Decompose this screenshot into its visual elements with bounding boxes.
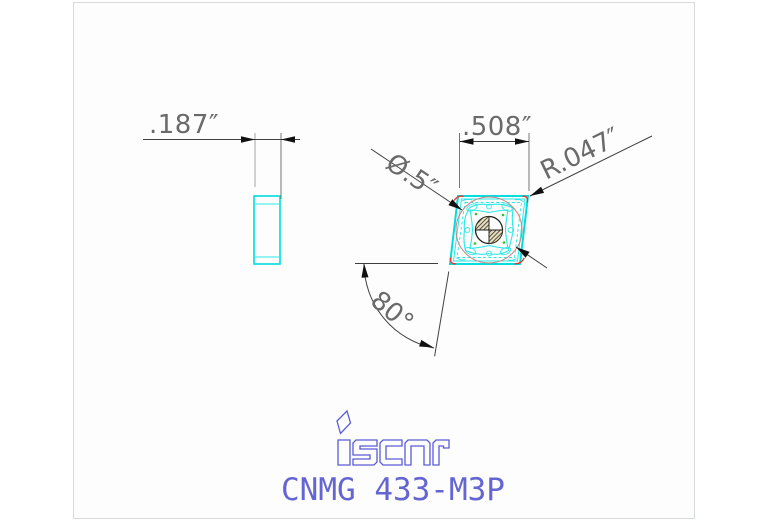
- logo-letter-s: [352, 439, 378, 466]
- iscar-logo: [336, 409, 450, 466]
- top-view-insert: [448, 195, 530, 265]
- thickness-dimension-text: .187″: [149, 110, 219, 140]
- insert-hole: [474, 215, 504, 245]
- logo-letter-r: [432, 439, 450, 466]
- logo-letter-c: [379, 439, 403, 466]
- inscribed-circle: [455, 196, 523, 264]
- thickness-dimension: .187″: [143, 110, 300, 199]
- logo-letter-i-dot: [336, 409, 352, 435]
- chipbreaker-pattern: [456, 198, 524, 261]
- arrowhead: [241, 136, 255, 143]
- edge-length-dimension: .508″: [459, 112, 532, 191]
- arrowhead: [448, 199, 462, 210]
- corner-radius-marks: [449, 195, 529, 265]
- side-view: [253, 195, 281, 265]
- arrowhead: [516, 247, 530, 258]
- logo-letter-a: [404, 439, 431, 466]
- arrowhead: [419, 339, 434, 348]
- arrowhead: [515, 138, 529, 145]
- arrowhead: [530, 186, 545, 196]
- arrowhead: [281, 136, 295, 143]
- sheet-border: [73, 2, 695, 519]
- logo-letter-i: [337, 439, 351, 466]
- arrowhead: [459, 138, 474, 145]
- part-number-text: CNMG 433-M3P: [281, 472, 505, 508]
- edge-length-dimension-text: .508″: [462, 112, 532, 142]
- arrowhead: [361, 263, 369, 278]
